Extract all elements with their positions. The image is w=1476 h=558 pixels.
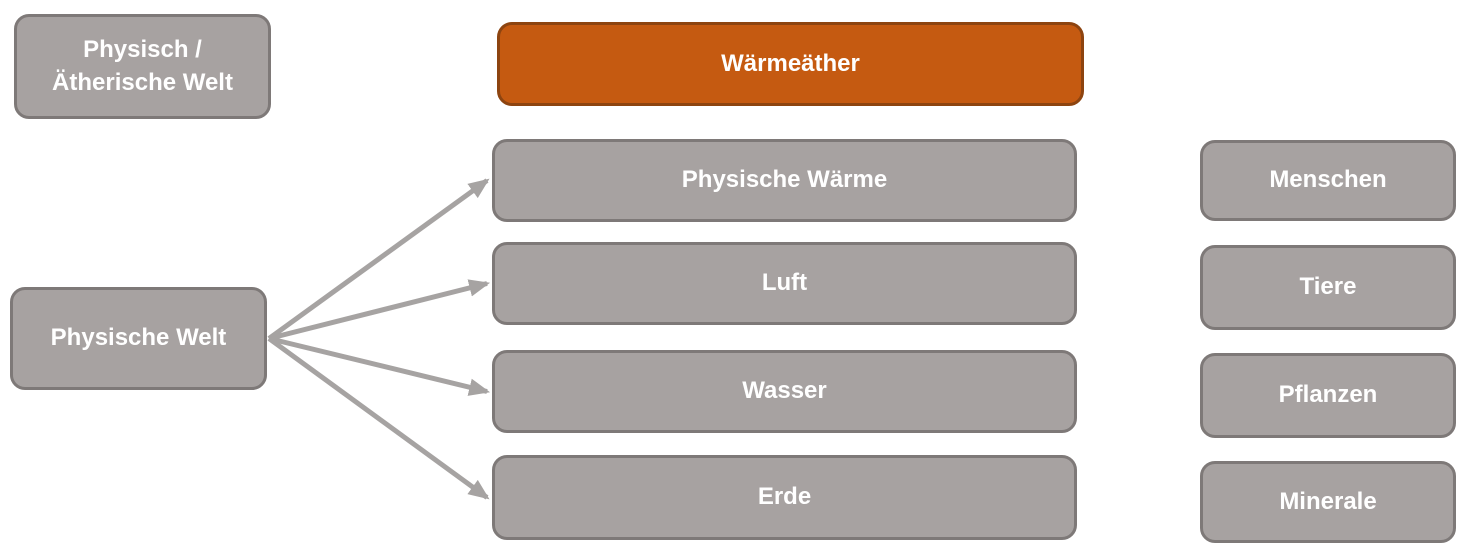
node-erde: Erde bbox=[492, 455, 1077, 540]
node-waermeaether: Wärmeäther bbox=[497, 22, 1084, 106]
node-minerale: Minerale bbox=[1200, 461, 1456, 543]
node-label: Minerale bbox=[1279, 487, 1377, 515]
node-menschen: Menschen bbox=[1200, 140, 1456, 221]
node-label: Physisch / Ätherische Welt bbox=[52, 36, 233, 96]
node-label: Menschen bbox=[1269, 166, 1387, 194]
node-physisch-aetherische-welt: Physisch / Ätherische Welt bbox=[14, 14, 271, 119]
node-label: Erde bbox=[757, 483, 812, 511]
node-physische-welt: Physische Welt bbox=[10, 287, 267, 390]
node-physische-waerme: Physische Wärme bbox=[492, 139, 1077, 222]
node-label: Tiere bbox=[1299, 273, 1357, 301]
node-pflanzen: Pflanzen bbox=[1200, 353, 1456, 438]
node-label: Physische Wärme bbox=[681, 166, 888, 194]
node-label: Physische Welt bbox=[50, 324, 227, 352]
connector-arrow bbox=[268, 336, 491, 396]
node-tiere: Tiere bbox=[1200, 245, 1456, 330]
connector-arrow bbox=[268, 279, 491, 341]
node-label: Wasser bbox=[742, 377, 827, 405]
node-label: Wärmeäther bbox=[721, 49, 860, 77]
node-wasser: Wasser bbox=[492, 350, 1077, 433]
node-luft: Luft bbox=[492, 242, 1077, 325]
connector-arrow bbox=[267, 336, 490, 500]
node-label: Pflanzen bbox=[1278, 381, 1378, 409]
connector-arrow bbox=[267, 178, 490, 341]
node-label: Luft bbox=[761, 269, 808, 297]
